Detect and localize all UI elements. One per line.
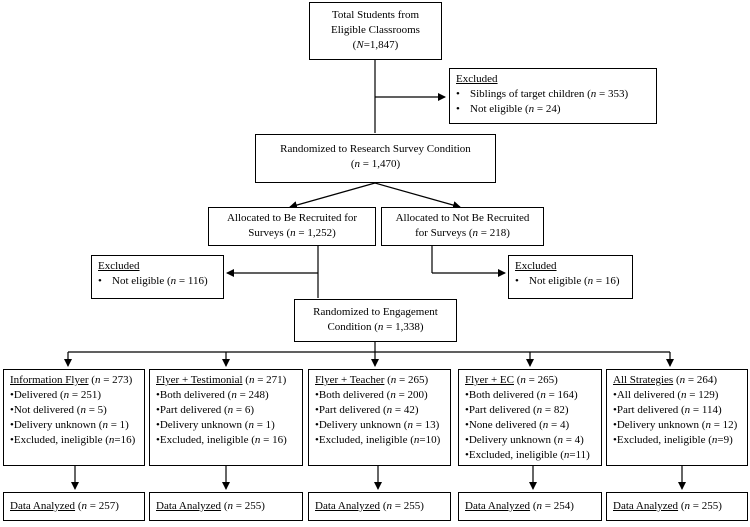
excluded-top-item-1: Siblings of target children (n = 353): [470, 88, 629, 100]
connector-to-allocated-not: [374, 182, 461, 209]
bullet-icon: •: [456, 88, 460, 100]
arm-5-item: •Excluded, ineligible (n=9): [613, 434, 733, 446]
arm-3-item: •Excluded, ineligible (n=10): [315, 434, 441, 446]
excluded-top-item-2: Not eligible (n = 24): [470, 103, 561, 115]
excluded-left-box: Excluded • Not eligible (n = 116): [91, 255, 224, 299]
arm-4-item: •None delivered (n = 4): [465, 419, 570, 431]
analyzed-box-2: Data Analyzed (n = 255): [149, 492, 303, 521]
excluded-right-box: Excluded • Not eligible (n = 16): [508, 255, 633, 299]
excluded-left-item: Not eligible (n = 116): [112, 275, 208, 287]
allocated-recruit-line-1: Allocated to Be Recruited for: [226, 212, 358, 224]
arm-box-flyer-teacher: Flyer + Teacher (n = 265) •Both delivere…: [308, 369, 451, 466]
total-n-var: N: [356, 39, 364, 51]
allocated-not-box: Allocated to Not Be Recruited for Survey…: [381, 207, 544, 246]
analyzed-3-label: Data Analyzed: [315, 500, 381, 512]
arm-3-item: •Delivery unknown (n = 13): [315, 419, 440, 431]
randomized-survey-line-2: (n = 1,470): [350, 158, 401, 170]
engagement-line-1: Randomized to Engagement: [313, 306, 438, 318]
arm-box-flyer-testimonial: Flyer + Testimonial (n = 271) •Both deli…: [149, 369, 303, 466]
allocated-recruit-box: Allocated to Be Recruited for Surveys (n…: [208, 207, 376, 246]
arm-3-item: •Both delivered (n = 200): [315, 389, 428, 401]
arm-box-information-flyer: Information Flyer (n = 273) •Delivered (…: [3, 369, 145, 466]
engagement-line-2: Condition (n = 1,338): [327, 321, 424, 333]
randomized-survey-line-1: Randomized to Research Survey Condition: [280, 143, 471, 155]
arm-5-item: •Part delivered (n = 114): [613, 404, 722, 416]
arm-5-item: •Delivery unknown (n = 12): [613, 419, 738, 431]
total-n-value: =1,847: [363, 39, 395, 51]
arm-2-title: Flyer + Testimonial (n = 271): [156, 374, 287, 386]
total-line-2: Eligible Classrooms: [331, 24, 420, 36]
analyzed-box-5: Data Analyzed (n = 255): [606, 492, 748, 521]
arm-1-item: •Delivered (n = 251): [10, 389, 102, 401]
arm-1-item: •Delivery unknown (n = 1): [10, 419, 129, 431]
analyzed-5-label: Data Analyzed: [613, 500, 679, 512]
connector-to-allocated-recruit: [289, 182, 376, 209]
arm-1-item: •Not delivered (n = 5): [10, 404, 107, 416]
analyzed-1-label: Data Analyzed: [10, 500, 76, 512]
total-line-1: Total Students from: [331, 9, 420, 21]
total-students-box: Total Students from Eligible Classrooms …: [309, 2, 442, 60]
arm-box-all-strategies: All Strategies (n = 264) •All delivered …: [606, 369, 748, 466]
randomized-engagement-box: Randomized to Engagement Condition (n = …: [294, 299, 457, 342]
arm-5-item: •All delivered (n = 129): [613, 389, 719, 401]
allocated-not-line-1: Allocated to Not Be Recruited: [395, 212, 530, 224]
excluded-right-item: Not eligible (n = 16): [529, 275, 620, 287]
excluded-top-title: Excluded: [456, 73, 498, 85]
analyzed-box-4: Data Analyzed (n = 254): [458, 492, 602, 521]
arm-2-item: •Both delivered (n = 248): [156, 389, 269, 401]
randomized-survey-box: Randomized to Research Survey Condition …: [255, 134, 496, 183]
excluded-right-title: Excluded: [515, 260, 557, 272]
arm-1-title: Information Flyer (n = 273): [10, 374, 133, 386]
arm-2-item: •Part delivered (n = 6): [156, 404, 255, 416]
arm-1-item: •Excluded, ineligible (n=16): [10, 434, 136, 446]
bullet-icon: •: [515, 275, 519, 287]
arm-3-item: •Part delivered (n = 42): [315, 404, 419, 416]
arm-4-item: •Both delivered (n = 164): [465, 389, 578, 401]
arm-4-item: •Delivery unknown (n = 4): [465, 434, 584, 446]
arm-2-item: •Excluded, ineligible (n = 16): [156, 434, 287, 446]
allocated-recruit-line-2: Surveys (n = 1,252): [248, 227, 336, 239]
excluded-top-box: Excluded • Siblings of target children (n…: [449, 68, 657, 124]
analyzed-2-label: Data Analyzed: [156, 500, 222, 512]
arm-4-title: Flyer + EC (n = 265): [465, 374, 558, 386]
arm-2-item: •Delivery unknown (n = 1): [156, 419, 275, 431]
bullet-icon: •: [456, 103, 460, 115]
arm-3-title: Flyer + Teacher (n = 265): [315, 374, 429, 386]
arm-box-flyer-ec: Flyer + EC (n = 265) •Both delivered (n …: [458, 369, 602, 466]
arm-4-item: •Part delivered (n = 82): [465, 404, 569, 416]
analyzed-box-3: Data Analyzed (n = 255): [308, 492, 451, 521]
analyzed-box-1: Data Analyzed (n = 257): [3, 492, 145, 521]
bullet-icon: •: [98, 275, 102, 287]
excluded-left-title: Excluded: [98, 260, 140, 272]
analyzed-4-label: Data Analyzed: [465, 500, 531, 512]
arm-4-item: •Excluded, ineligible (n=11): [465, 449, 590, 461]
allocated-not-line-2: for Surveys (n = 218): [415, 227, 510, 239]
arm-5-title: All Strategies (n = 264): [613, 374, 717, 386]
